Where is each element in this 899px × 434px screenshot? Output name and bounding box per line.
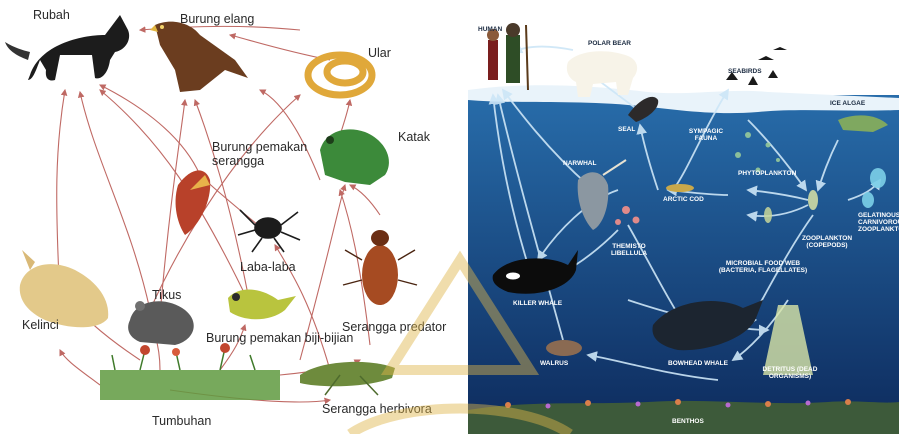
label-ular: Ular [368, 46, 391, 60]
label-laba-laba: Laba-laba [240, 260, 296, 274]
label-sympagic-fauna: SYMPAGIC FAUNA [686, 128, 726, 142]
label-microbial: MICROBIAL FOOD WEB (BACTERIA, FLAGELLATE… [718, 260, 808, 274]
label-polar-bear: POLAR BEAR [588, 40, 631, 47]
label-rubah: Rubah [33, 8, 70, 22]
seed-bird-illustration [228, 290, 296, 320]
spider-illustration [238, 210, 300, 252]
watermark-logo [330, 250, 590, 434]
rabbit-illustration [20, 250, 108, 327]
mouse-illustration [128, 301, 194, 345]
label-burung-pemakan-serangga: Burung pemakan serangga [212, 140, 317, 169]
arctic-cod-illustration [666, 184, 694, 192]
label-gelatinous: GELATINOUS CARNIVOROUS ZOOPLANKTON [858, 212, 898, 233]
label-ice-algae: ICE ALGAE [830, 100, 865, 107]
label-zooplankton: ZOOPLANKTON (COPEPODS) [798, 235, 856, 249]
frog-illustration [320, 129, 389, 185]
label-bowhead-whale: BOWHEAD WHALE [668, 360, 728, 367]
label-kelinci: Kelinci [22, 318, 59, 332]
label-human: HUMAN [478, 26, 502, 33]
label-arctic-cod: ARCTIC COD [663, 196, 704, 203]
fox-illustration [5, 15, 129, 81]
label-themisto: THEMISTO LIBELLULA [605, 243, 653, 257]
label-detritus: DETRITUS (DEAD ORGANISMS) [758, 366, 822, 380]
label-seabirds: SEABIRDS [728, 68, 762, 75]
snake-illustration [308, 55, 372, 95]
label-katak: Katak [398, 130, 430, 144]
label-benthos: BENTHOS [672, 418, 704, 425]
label-seal: SEAL [618, 126, 635, 133]
label-phytoplankton: PHYTOPLANKTON [738, 170, 796, 177]
label-narwhal: NARWHAL [563, 160, 596, 167]
label-burung-elang: Burung elang [180, 12, 254, 26]
label-tumbuhan: Tumbuhan [152, 414, 211, 428]
eagle-illustration [150, 22, 248, 92]
label-tikus: Tikus [152, 288, 181, 302]
